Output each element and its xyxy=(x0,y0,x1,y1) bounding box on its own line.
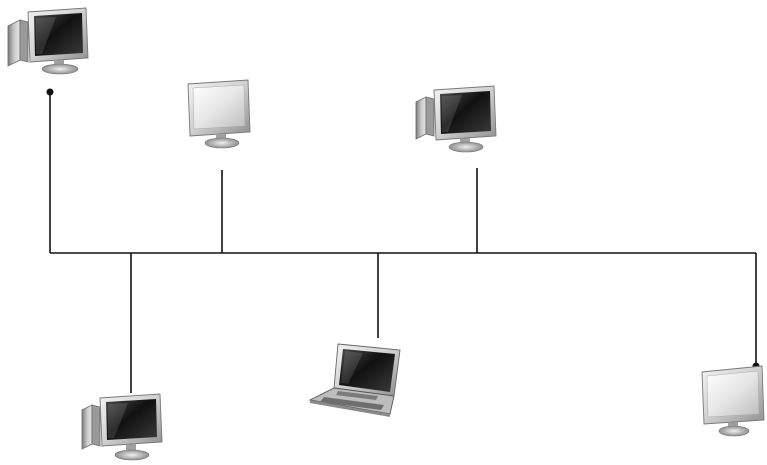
desktop-computer-icon xyxy=(81,393,163,461)
desktop-computer-icon xyxy=(7,7,89,75)
terminator-left xyxy=(46,88,54,96)
laptop-icon xyxy=(308,343,401,417)
bus-cabling xyxy=(49,92,757,393)
monitor-icon xyxy=(187,79,251,149)
monitor-icon xyxy=(701,365,765,437)
desktop-computer-icon xyxy=(415,85,497,153)
